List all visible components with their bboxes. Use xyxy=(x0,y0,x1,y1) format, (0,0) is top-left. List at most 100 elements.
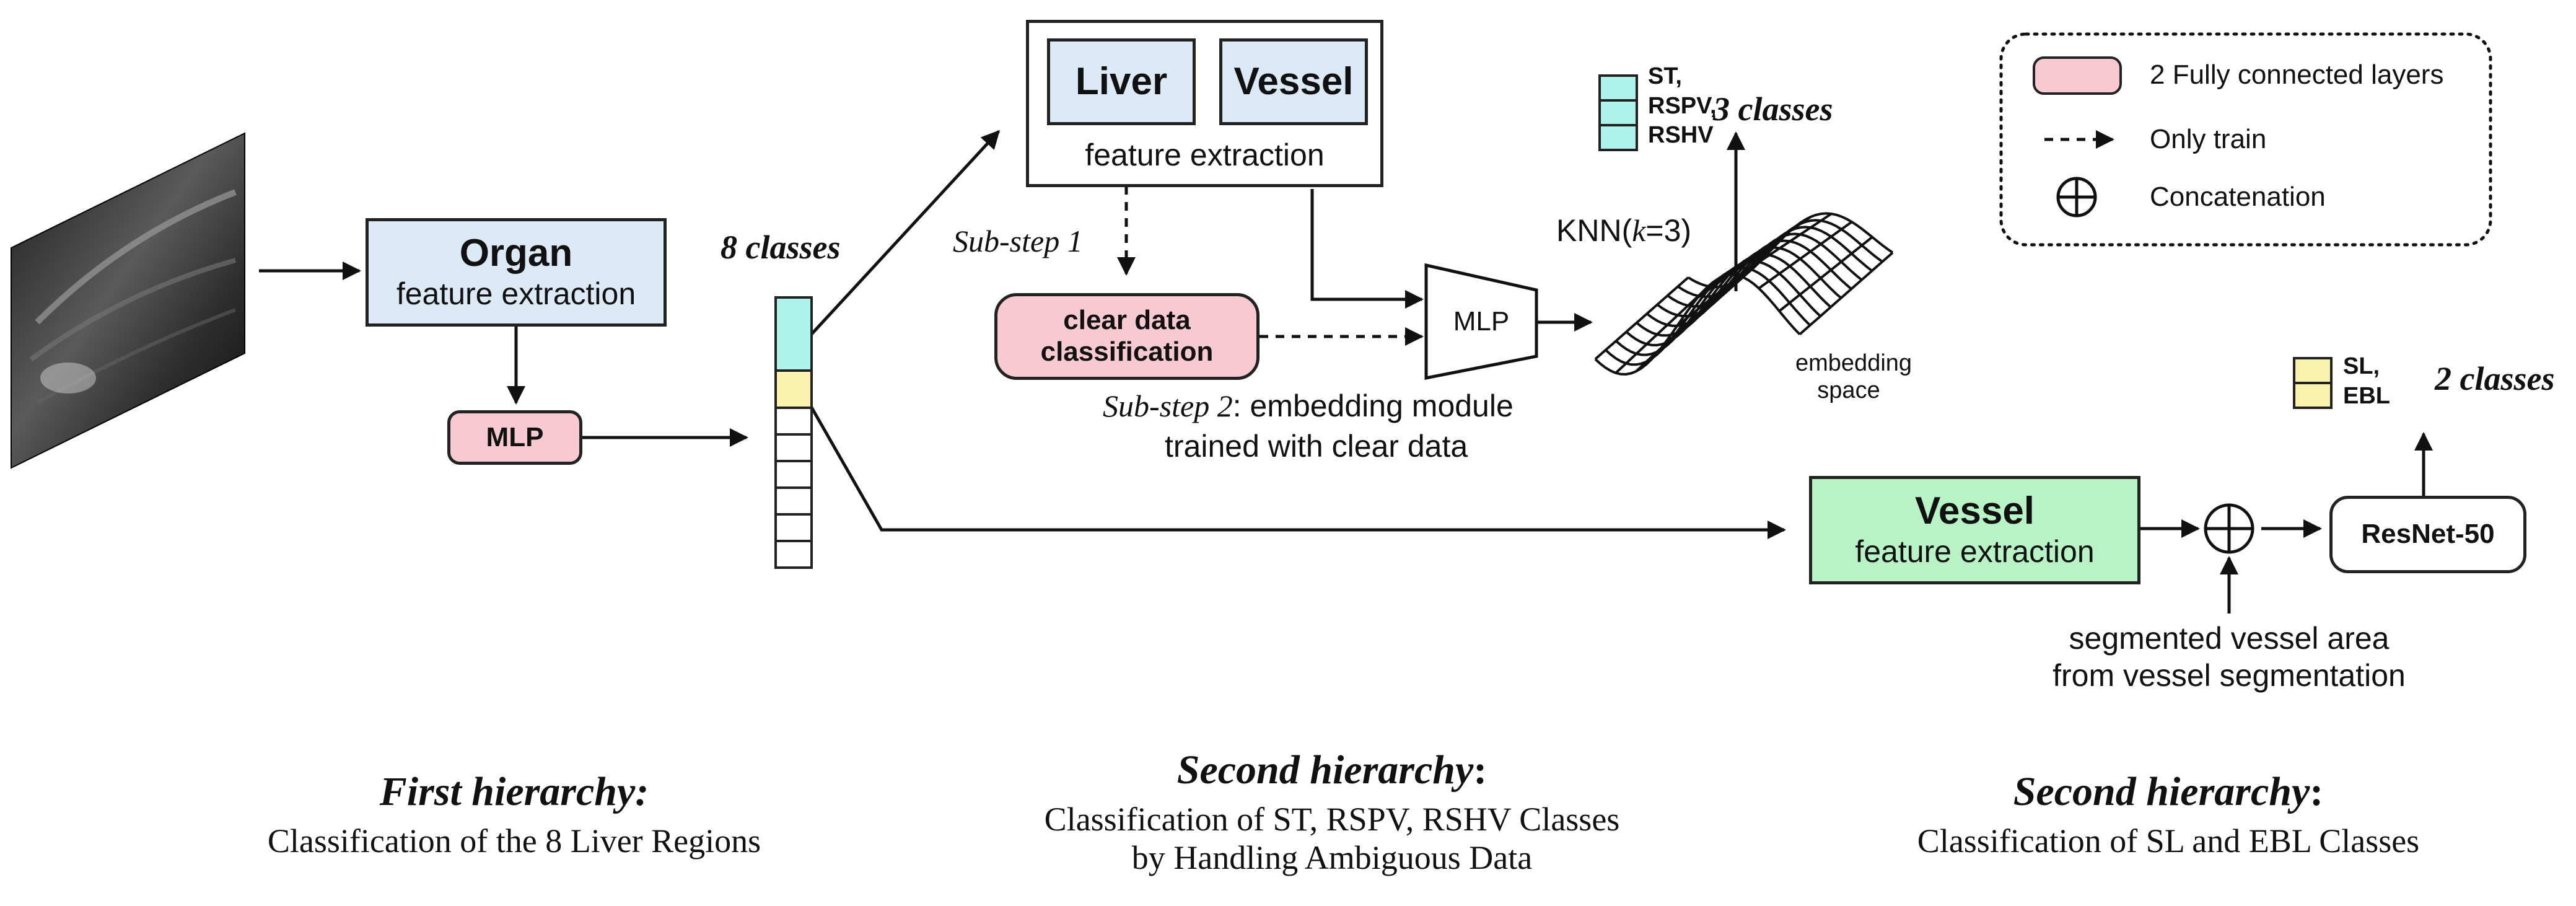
knn-suffix: =3) xyxy=(1645,213,1692,248)
legend-fc-label: 2 Fully connected layers xyxy=(2150,59,2444,90)
caption-second-colon: : xyxy=(1473,747,1487,793)
caption-second-desc2: by Handling Ambiguous Data xyxy=(1131,839,1533,876)
caption-third-desc: Classification of SL and EBL Classes xyxy=(1917,822,2420,860)
caption-third-title: Second hierarchy xyxy=(2013,769,2310,814)
clear-data-classification-box: clear data classification xyxy=(994,293,1260,380)
vector-cell xyxy=(774,513,813,542)
caption-second-title-row: Second hierarchy: xyxy=(929,747,1735,794)
mesh-line xyxy=(1615,260,1821,356)
substep2-line2: trained with clear data xyxy=(1165,429,1468,464)
legend-fc-swatch xyxy=(2033,56,2122,95)
caption-second: Second hierarchy: Classification of ST, … xyxy=(929,747,1735,877)
resnet-label: ResNet-50 xyxy=(2361,519,2495,550)
mlp-box-small: MLP xyxy=(447,410,582,465)
mesh-line xyxy=(1594,276,1689,361)
resnet-box: ResNet-50 xyxy=(2329,496,2526,573)
seg-note-line1: segmented vessel area xyxy=(2069,621,2390,656)
three-classes-label: 3 classes xyxy=(1713,90,1833,128)
caption-second-title: Second hierarchy xyxy=(1176,747,1474,793)
arrow-liver-box-to-mlp xyxy=(1310,189,1424,309)
two-class-name-ebl: EBL xyxy=(2343,382,2390,409)
vector-cell xyxy=(774,540,813,569)
mesh-line xyxy=(1717,216,1812,280)
three-class-name-rspv: RSPV, xyxy=(1648,92,1717,119)
vector-cell-yellow xyxy=(774,369,813,409)
mesh-line xyxy=(1778,236,1873,312)
mesh-line xyxy=(1687,212,1894,289)
three-class-names: ST, RSPV, RSHV xyxy=(1648,62,1717,151)
mesh-line xyxy=(1798,252,1894,336)
two-class-cell-2 xyxy=(2293,382,2333,409)
legend-train-label: Only train xyxy=(2150,124,2267,154)
caption-first: First hierarchy: Classification of the 8… xyxy=(173,768,855,860)
vessel-feature-title: Vessel xyxy=(1914,490,2035,533)
vector-cell xyxy=(774,460,813,489)
mesh-line xyxy=(1737,213,1833,277)
mesh-line xyxy=(1676,250,1771,327)
organ-feature-box: Organ feature extraction xyxy=(366,218,667,327)
arrow-cyan-to-liver-box xyxy=(804,130,1001,342)
three-class-cell-3 xyxy=(1598,124,1638,151)
substep2-line1: Sub-step 2: embedding module xyxy=(1103,387,1514,424)
mesh-line xyxy=(1635,283,1730,372)
ultrasound-scan-image xyxy=(11,132,245,469)
caption-first-title: First hierarchy: xyxy=(379,769,649,814)
vector-cell xyxy=(774,433,813,462)
class-vector xyxy=(774,296,813,569)
caption-third: Second hierarchy: Classification of SL a… xyxy=(1815,768,2521,860)
mesh-line xyxy=(1625,253,1832,347)
mlp-trapezoid xyxy=(1424,263,1538,380)
caption-first-desc: Classification of the 8 Liver Regions xyxy=(267,822,761,860)
liver-label: Liver xyxy=(1075,59,1168,103)
substep2-rest: : embedding module xyxy=(1232,389,1514,423)
vessel-feature-box: Vessel feature extraction xyxy=(1809,476,2140,584)
liver-box: Liver xyxy=(1047,38,1196,125)
three-class-cell-1 xyxy=(1598,74,1638,102)
vector-cell-cyan xyxy=(774,296,813,372)
seg-note-line2: from vessel segmentation xyxy=(2052,658,2406,693)
caption-third-title-row: Second hierarchy: xyxy=(1815,768,2521,816)
organ-title: Organ xyxy=(459,232,573,275)
mesh-line xyxy=(1655,270,1751,355)
embedding-line1: embedding xyxy=(1795,350,1912,376)
embedding-line2: space xyxy=(1817,377,1880,403)
mesh-line xyxy=(1758,221,1853,289)
knn-label: KNN(k=3) xyxy=(1556,212,1691,249)
vector-cell xyxy=(774,486,813,516)
mlp-trap-label: MLP xyxy=(1453,306,1510,336)
arrow-yellow-to-vessel-box xyxy=(804,395,1786,539)
legend-box xyxy=(1999,32,2492,247)
mesh-line xyxy=(1636,246,1842,337)
mesh-line xyxy=(1614,285,1710,374)
clear-data-line1: clear data xyxy=(1063,305,1191,336)
eight-classes-label: 8 classes xyxy=(721,229,841,266)
knn-prefix: KNN( xyxy=(1556,213,1632,248)
two-class-name-sl: SL, xyxy=(2343,353,2380,379)
knn-k: k xyxy=(1632,213,1646,248)
two-classes-label: 2 classes xyxy=(2435,360,2555,397)
mesh-line xyxy=(1646,239,1852,327)
mesh-line xyxy=(1594,273,1801,376)
caption-third-colon: : xyxy=(2310,769,2324,814)
clear-data-line2: classification xyxy=(1040,336,1214,367)
substep2-italic: Sub-step 2 xyxy=(1103,389,1233,423)
embedding-space-mesh xyxy=(1594,212,1894,376)
concatenation-symbol xyxy=(2204,503,2254,554)
legend-concat-label: Concatenation xyxy=(2150,182,2326,212)
vessel-box-top: Vessel xyxy=(1219,38,1368,125)
mlp-small-label: MLP xyxy=(486,421,544,452)
legend-concat-symbol xyxy=(2056,177,2097,218)
vessel-feature-subtitle: feature extraction xyxy=(1855,534,2095,569)
two-class-names: SL, EBL xyxy=(2343,352,2390,411)
mesh-line xyxy=(1605,266,1812,366)
liver-vessel-subtitle: feature extraction xyxy=(1085,138,1325,172)
organ-subtitle: feature extraction xyxy=(396,276,636,311)
substep1-label: Sub-step 1 xyxy=(953,224,1083,258)
two-class-cell-1 xyxy=(2293,357,2333,384)
three-class-name-st: ST, xyxy=(1648,63,1682,89)
three-class-cell-2 xyxy=(1598,99,1638,126)
embedding-space-label: embedding space xyxy=(1795,350,1912,404)
three-class-name-rshv: RSHV xyxy=(1648,122,1714,148)
